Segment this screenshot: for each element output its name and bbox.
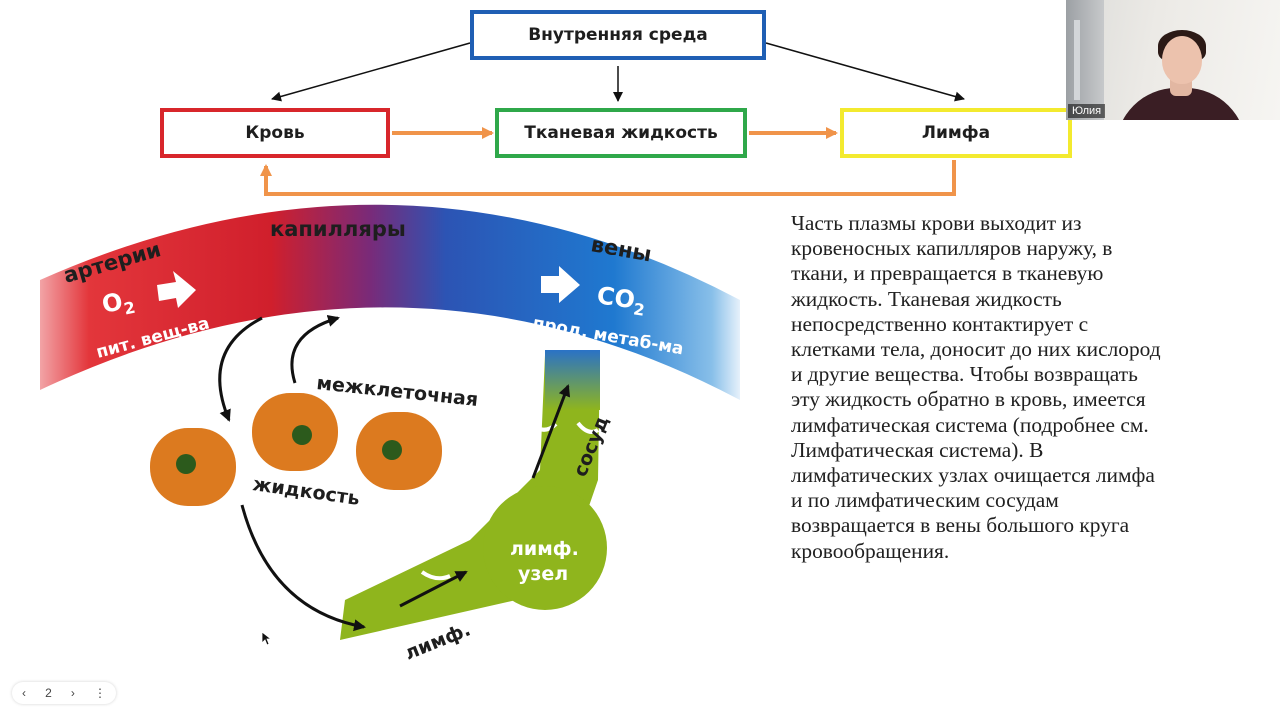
participant-name: Юлия [1068, 104, 1106, 118]
arrow-lymph-to-blood [260, 160, 956, 196]
lymph-box: Лимфа [840, 108, 1072, 158]
mouse-cursor-icon [262, 632, 272, 646]
lymph-vessel-label: лимф. [402, 618, 474, 664]
co2-arrow-icon [541, 266, 580, 303]
co2-label: CO2 [595, 281, 648, 320]
cell-nucleus [176, 454, 196, 474]
intercellular-label: межклеточная [315, 372, 479, 411]
lymph-node-label-2: узел [518, 563, 568, 585]
fluid-label: жидкость [251, 473, 361, 510]
lymph-node [483, 486, 607, 610]
flow-arrow [240, 504, 366, 632]
flow-arrow [399, 570, 468, 608]
arrow-env-to-blood [271, 42, 471, 102]
prev-slide-button[interactable]: ‹ [22, 686, 26, 700]
next-slide-button[interactable]: › [70, 686, 75, 700]
participant-face [1162, 36, 1202, 84]
page-number: 2 [45, 686, 52, 700]
video-background-shelf [1074, 20, 1080, 100]
blood-vessel [40, 204, 740, 400]
o2-arrow-icon [157, 271, 196, 308]
participant-video[interactable]: Юлия [1066, 0, 1280, 120]
capillaries-label: капилляры [270, 217, 406, 241]
internal-environment-box: Внутренняя среда [470, 10, 766, 60]
cell-nucleus [382, 440, 402, 460]
more-options-button[interactable]: ⋮ [93, 686, 106, 700]
vessel-valve [576, 421, 600, 434]
slide-pager: ‹ 2 › ⋮ [12, 682, 116, 704]
blood-box: Кровь [160, 108, 390, 158]
lymph-vessel-top [545, 350, 600, 410]
video-background-shelf [1066, 0, 1104, 120]
flow-arrow [218, 316, 263, 422]
explanation-text: Часть плазмы крови выходит из кровеносны… [791, 211, 1161, 563]
flow-arrow [531, 384, 571, 479]
flow-arrow [290, 315, 340, 384]
tissue-fluid-box: Тканевая жидкость [495, 108, 747, 158]
lymph-node-label-1: лимф. [510, 538, 579, 560]
cell-nucleus [292, 425, 312, 445]
arrow-env-to-lymph [765, 42, 965, 102]
vessel-valve [420, 570, 451, 581]
